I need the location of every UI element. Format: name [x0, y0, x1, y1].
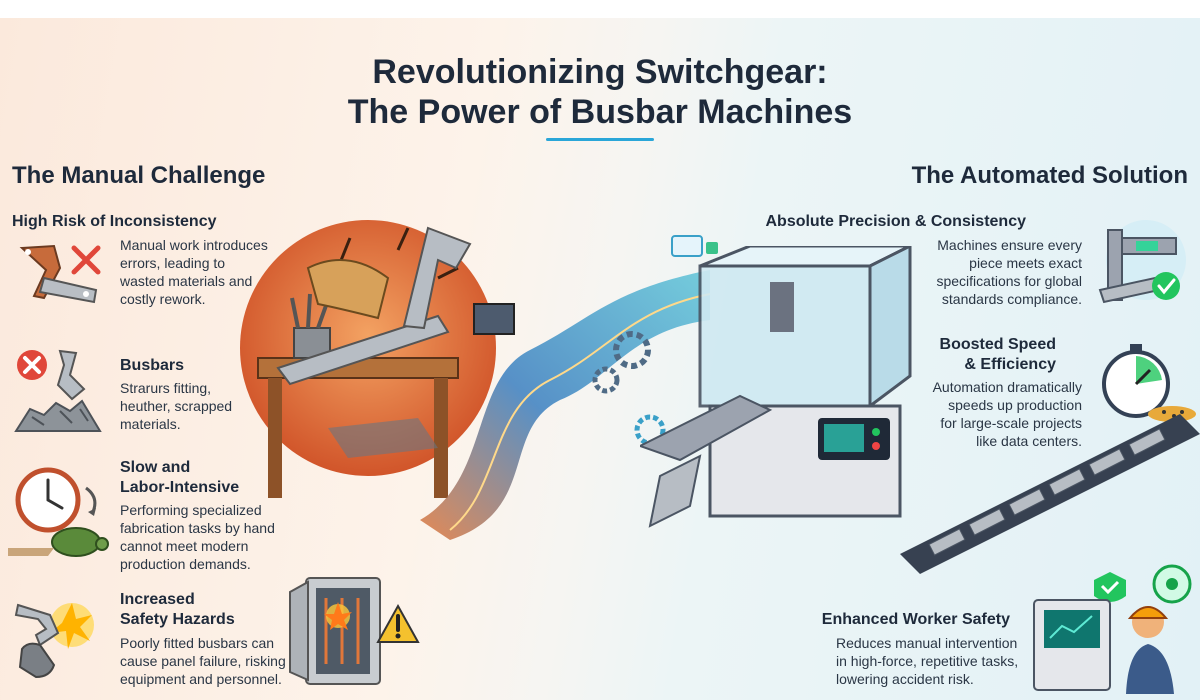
spark-hand-icon [10, 585, 110, 685]
transformation-flow-ribbon [410, 230, 720, 550]
worker-safety-body: Reduces manual intervention in high-forc… [836, 635, 1019, 687]
busbars-title: Busbars [120, 357, 185, 374]
worker-safety-title: Enhanced Worker Safety [821, 611, 1010, 628]
inconsistency-title: High Risk of Inconsistency [12, 213, 217, 230]
top-strip [0, 0, 1200, 18]
slow-labor-body: Performing specialized fabrication tasks… [120, 502, 275, 572]
bent-busbar-icon [14, 238, 104, 308]
scrap-busbar-icon [10, 345, 106, 435]
clock-turtle-icon [8, 462, 112, 562]
speed-efficiency-body: Automation dramatically speeds up produc… [932, 379, 1082, 449]
conveyor-belt-illustration [900, 404, 1200, 574]
safety-hazards-body: Poorly fitted busbars can cause panel fa… [120, 635, 286, 687]
manual-challenge-heading: The Manual Challenge [12, 162, 266, 189]
page-title: Revolutionizing Switchgear: The Power of… [0, 52, 1200, 132]
title-line-2: The Power of Busbar Machines [347, 93, 853, 131]
automated-solution-heading: The Automated Solution [911, 162, 1188, 189]
speed-efficiency-title: Boosted Speed & Efficiency [939, 336, 1056, 373]
electrical-panel-warning-icon [286, 572, 420, 690]
busbar-machine-illustration [640, 246, 920, 536]
stopwatch-cheetah-icon [1090, 340, 1200, 430]
worker-console-icon [1024, 560, 1200, 700]
precision-body: Machines ensure every piece meets exact … [936, 237, 1082, 307]
caliper-check-icon [1094, 220, 1194, 310]
manual-workbench-illustration [238, 208, 518, 508]
precision-title: Absolute Precision & Consistency [765, 213, 1026, 230]
slow-labor-title: Slow and Labor-Intensive [120, 459, 240, 496]
inconsistency-body: Manual work introduces errors, leading t… [120, 237, 268, 307]
title-underline [546, 138, 654, 141]
busbars-body: Strarurs fitting, heuther, scrapped mate… [120, 380, 233, 432]
safety-hazards-title: Increased Safety Hazards [120, 591, 235, 628]
title-line-1: Revolutionizing Switchgear: [372, 53, 828, 91]
